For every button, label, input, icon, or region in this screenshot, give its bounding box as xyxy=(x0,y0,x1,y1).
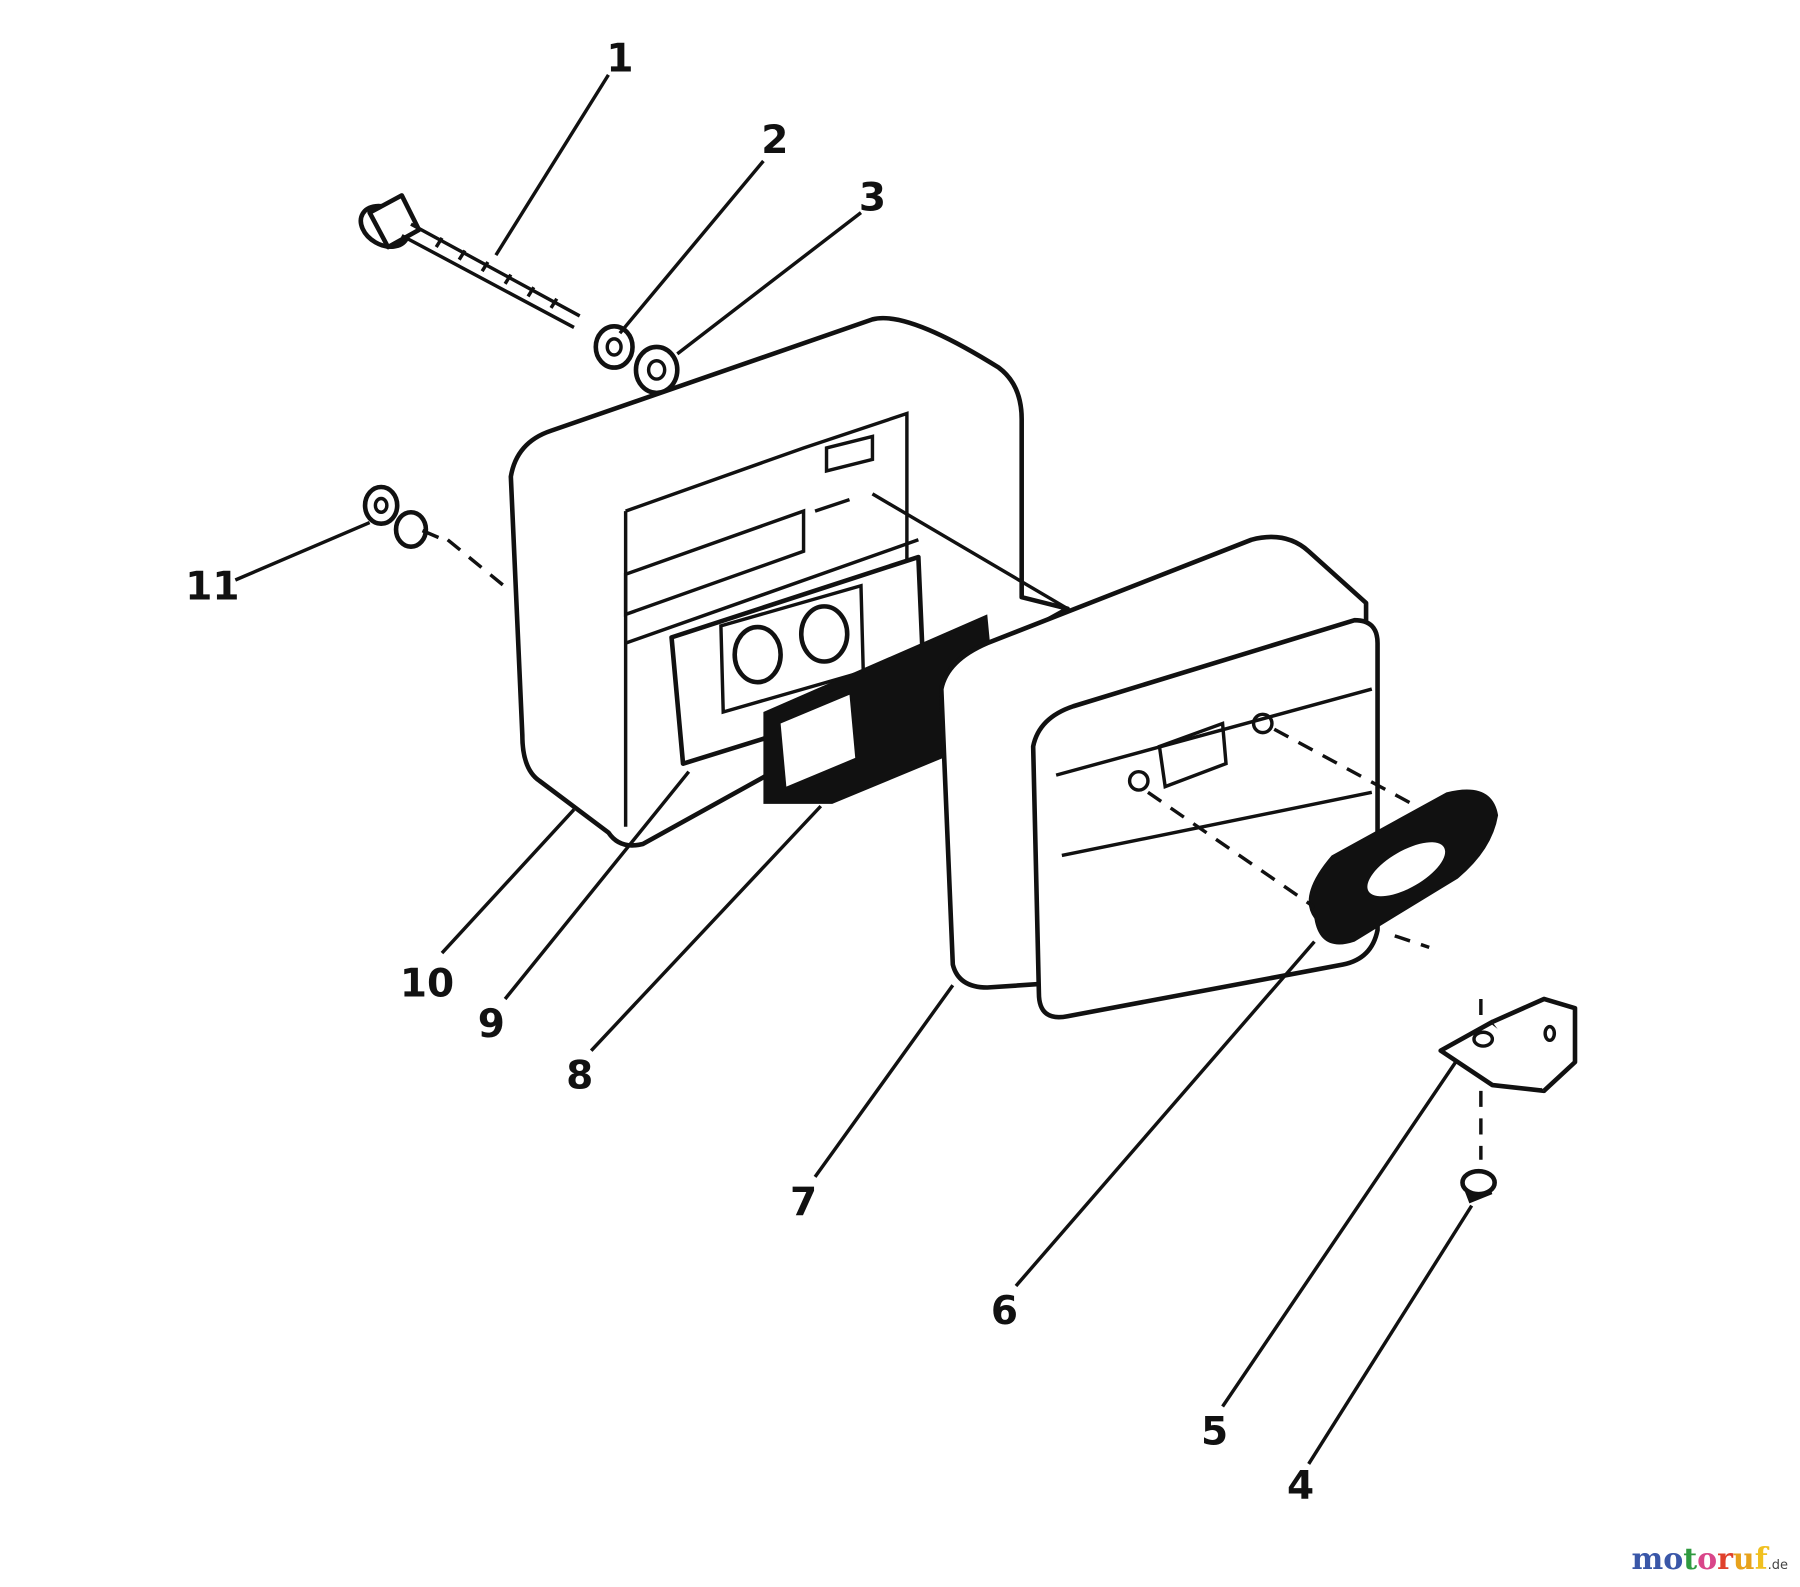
washer-parts xyxy=(593,323,680,396)
watermark-logo: motoruf.de xyxy=(1631,1542,1788,1577)
callout-8: 8 xyxy=(566,1054,593,1099)
screw-11-part xyxy=(362,484,512,593)
bolt-part xyxy=(358,193,581,329)
callout-4: 4 xyxy=(1287,1463,1314,1508)
leader-lines xyxy=(234,73,1474,1465)
callout-6: 6 xyxy=(991,1289,1018,1334)
callout-1: 1 xyxy=(606,36,633,81)
muffler-guard-part xyxy=(508,315,1070,848)
callout-5: 5 xyxy=(1201,1409,1228,1454)
callout-7: 7 xyxy=(790,1180,817,1225)
watermark-brand: motoruf xyxy=(1631,1542,1768,1577)
gasket-6-part xyxy=(1146,727,1499,949)
bracket-5-part xyxy=(1438,996,1578,1160)
callout-11: 11 xyxy=(185,564,239,609)
screen-8-part xyxy=(763,614,999,804)
watermark-suffix: .de xyxy=(1767,1558,1788,1573)
callout-10: 10 xyxy=(400,962,454,1007)
muffler-body-part xyxy=(939,534,1380,1020)
callout-9: 9 xyxy=(478,1002,505,1047)
plate-9-part xyxy=(669,554,927,766)
screw-4-part xyxy=(1460,1168,1497,1204)
callout-2: 2 xyxy=(761,118,788,163)
callout-3: 3 xyxy=(859,175,886,220)
